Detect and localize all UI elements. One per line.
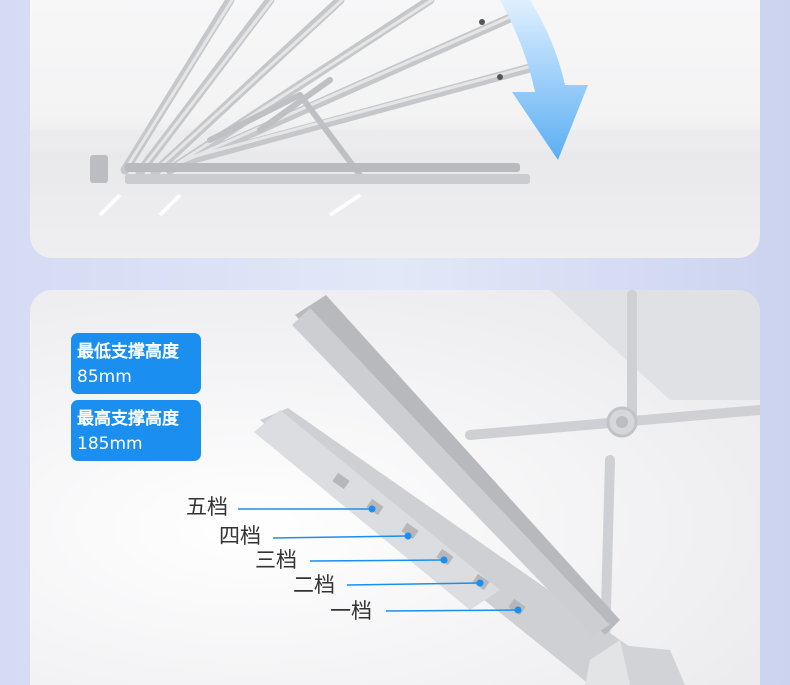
min-height-value: 85mm [77,367,132,387]
stand-gears-illustration [238,290,760,685]
stand-angles-illustration [30,0,760,217]
max-height-title: 最高支撑高度 [77,409,179,429]
max-height-badge: 最高支撑高度 185mm [71,400,201,461]
adjust-arrow-icon [500,0,588,160]
gear-label-3: 三档 [255,548,297,572]
gear-label-1: 一档 [330,599,372,623]
top-photo-panel [30,0,760,258]
bottom-photo-panel [30,290,760,685]
gear-label-2: 二档 [293,573,335,597]
gear-label-4: 四档 [219,524,261,548]
min-height-badge: 最低支撑高度 85mm [71,333,201,394]
max-height-value: 185mm [77,434,143,454]
min-height-title: 最低支撑高度 [77,342,179,362]
gear-label-5: 五档 [186,495,228,519]
